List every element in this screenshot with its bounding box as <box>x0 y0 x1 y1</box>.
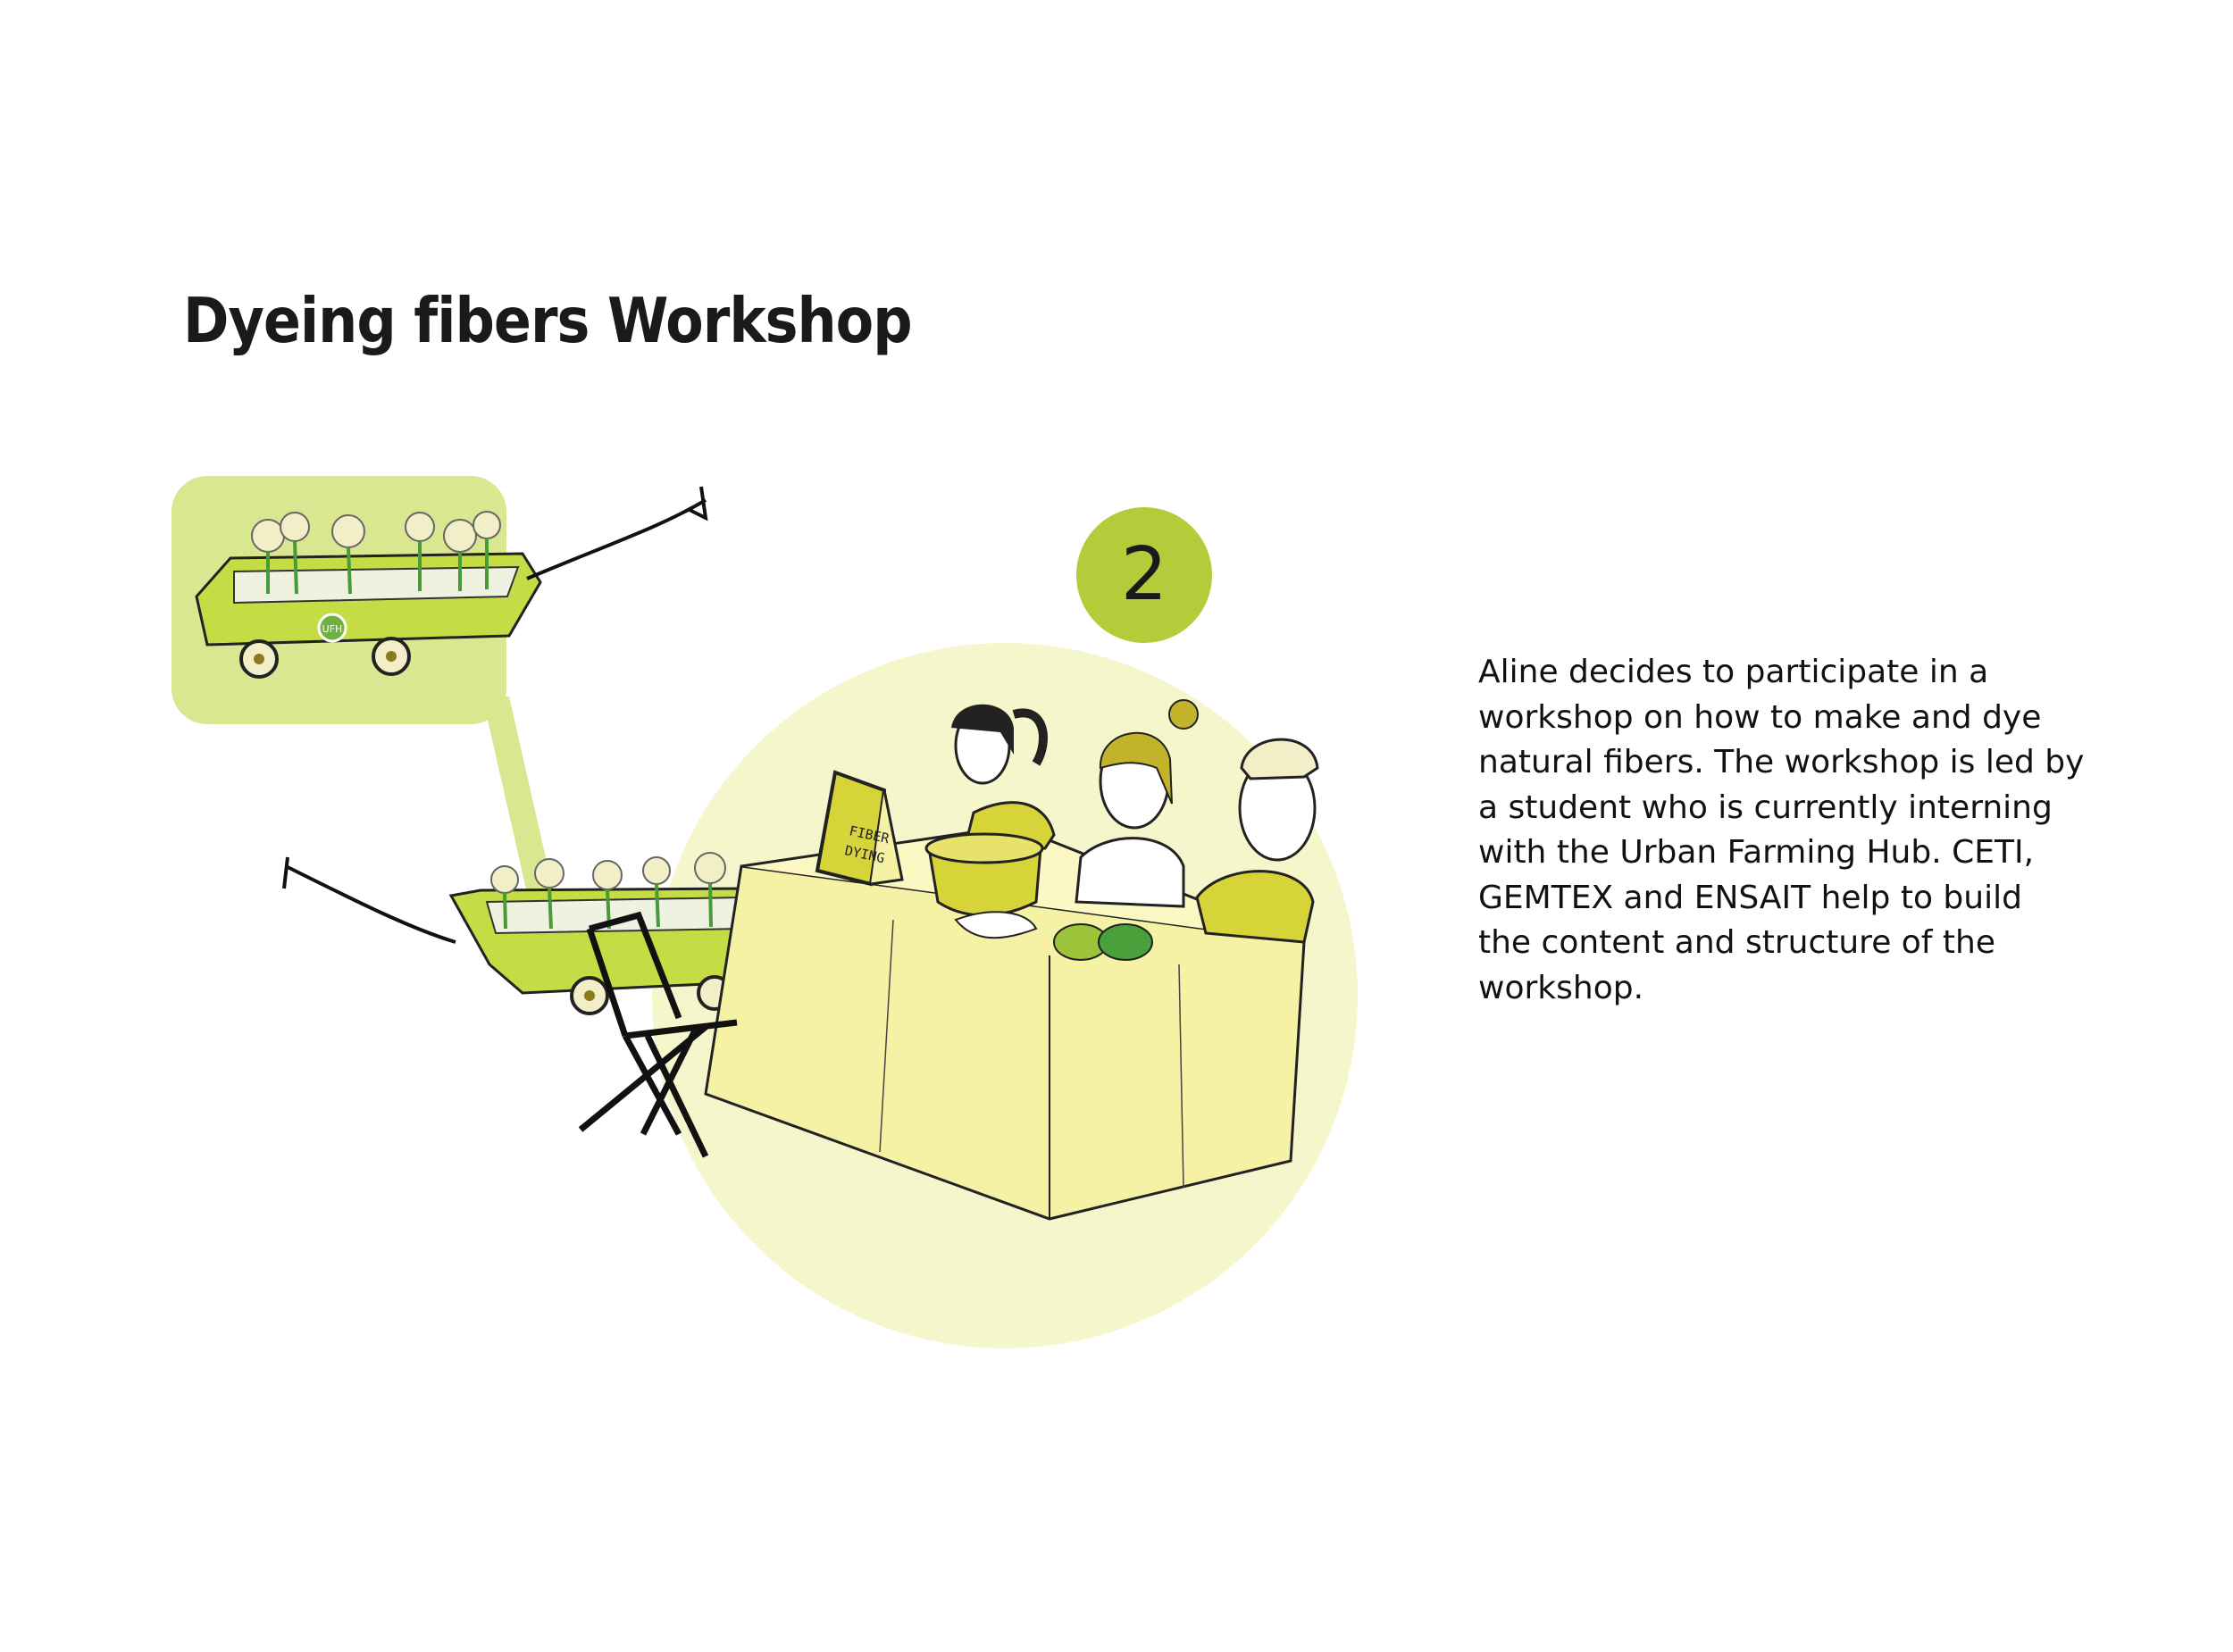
chair-icon <box>578 911 738 1158</box>
description-line: workshop. <box>1478 969 1644 1006</box>
description-line: with the Urban Farming Hub. CETI, <box>1478 834 2035 871</box>
step-number-badge: 2 <box>1076 507 1212 643</box>
participant-aline <box>1075 699 1199 908</box>
wagon-icon: UFH <box>195 486 708 679</box>
fiber-dying-sign: FIBER DYING <box>815 770 904 887</box>
description-line: natural fibers. The workshop is led by <box>1478 744 2085 780</box>
description-line: workshop on how to make and dye <box>1478 698 2042 736</box>
description-line: Aline decides to participate in a <box>1478 654 1989 690</box>
step-number: 2 <box>1120 532 1168 617</box>
description-line: GEMTEX and ENSAIT help to build <box>1478 879 2022 916</box>
participant-curly <box>1195 738 1319 944</box>
page-title: Dyeing fibers Workshop <box>183 284 913 357</box>
yarn-icon <box>1053 923 1153 961</box>
cloth <box>954 911 1038 939</box>
wagon-label: UFH <box>322 623 343 635</box>
description-paragraph: Aline decides to participate in a worksh… <box>1478 650 2121 1011</box>
description-line: a student who is currently interning <box>1478 788 2053 826</box>
description-line: the content and structure of the <box>1478 924 1996 961</box>
pot-icon <box>924 832 1044 917</box>
